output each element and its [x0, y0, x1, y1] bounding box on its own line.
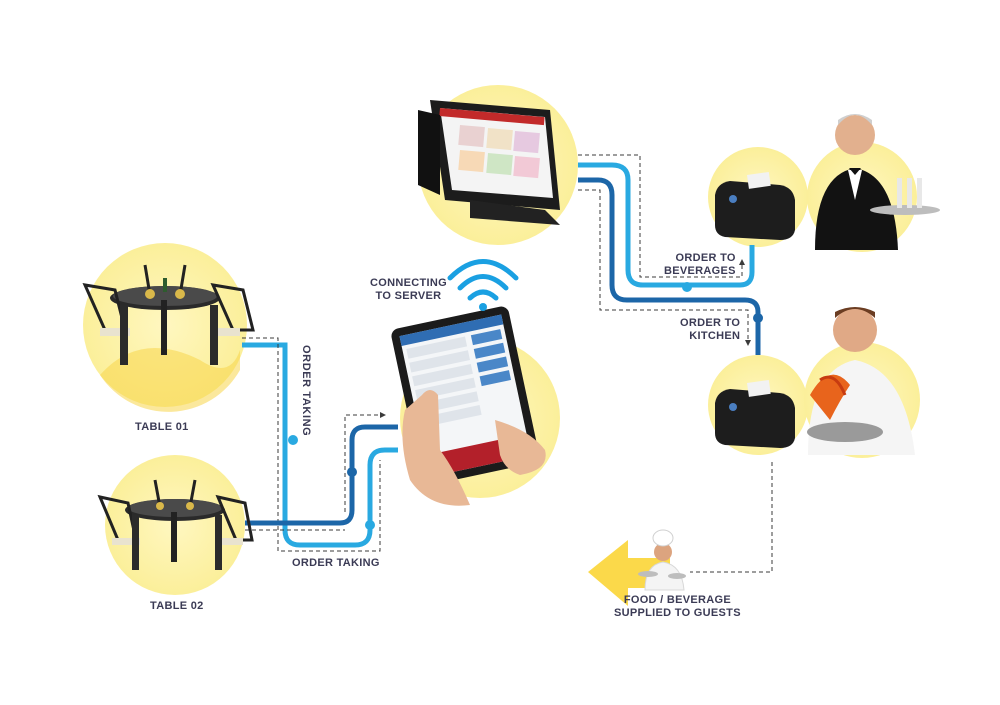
label-order-taking-horizontal: ORDER TAKING — [292, 557, 380, 570]
label-order-to-kitchen: ORDER TO KITCHEN — [680, 317, 740, 343]
flow-table-02 — [245, 415, 398, 530]
label-order-taking-vertical: ORDER TAKING — [300, 345, 312, 436]
label-connecting-line2: TO SERVER — [370, 290, 447, 303]
label-supplied-to-guests: FOOD / BEVERAGE SUPPLIED TO GUESTS — [614, 594, 741, 620]
flow-table-01 — [242, 338, 398, 551]
wifi-icon — [450, 262, 516, 312]
label-kitchen-line2: KITCHEN — [680, 330, 740, 343]
label-beverages-line1: ORDER TO — [664, 252, 736, 265]
label-beverages-line2: BEVERAGES — [664, 265, 736, 278]
label-kitchen-line1: ORDER TO — [680, 317, 740, 330]
label-supplied-line2: SUPPLIED TO GUESTS — [614, 607, 741, 620]
label-order-to-beverages: ORDER TO BEVERAGES — [664, 252, 736, 278]
label-table-01: TABLE 01 — [135, 421, 189, 434]
flow-to-guests — [690, 462, 772, 572]
label-connecting-to-server: CONNECTING TO SERVER — [370, 277, 447, 303]
label-connecting-line1: CONNECTING — [370, 277, 447, 290]
label-table-02: TABLE 02 — [150, 600, 204, 613]
waiter-icon — [815, 114, 940, 250]
label-supplied-line1: FOOD / BEVERAGE — [614, 594, 741, 607]
